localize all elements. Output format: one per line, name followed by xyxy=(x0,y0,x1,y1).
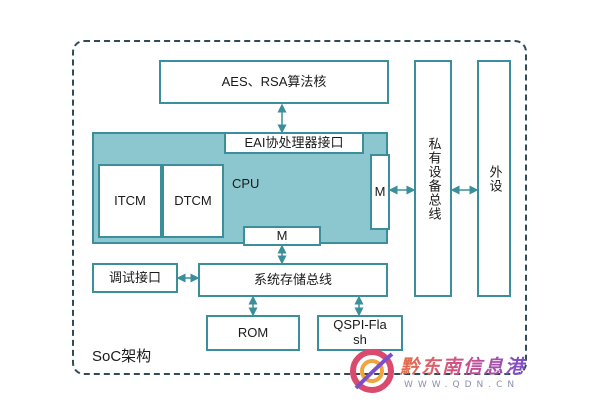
qspi-flash-box: QSPI-Flash xyxy=(317,315,403,351)
itcm-label: ITCM xyxy=(114,192,146,208)
watermark-logo-icon xyxy=(350,349,394,393)
system-bus-box: 系统存储总线 xyxy=(198,263,388,297)
peripheral-label: 外设 xyxy=(487,164,503,193)
peripheral-box: 外设 xyxy=(477,60,511,297)
private-bus-label: 私有设备总线 xyxy=(426,136,442,221)
watermark-text: 黔东南信息港 xyxy=(400,352,526,379)
cpu-label: CPU xyxy=(232,176,260,191)
aes-rsa-core-label: AES、RSA算法核 xyxy=(221,73,327,89)
aes-rsa-core-box: AES、RSA算法核 xyxy=(159,60,389,104)
system-bus-label: 系统存储总线 xyxy=(253,271,332,287)
soc-frame-label: SoC架构 xyxy=(92,348,152,365)
itcm-box: ITCM xyxy=(98,164,162,238)
eai-interface-label: EAI协处理器接口 xyxy=(244,134,344,150)
master-port-right-label: M xyxy=(374,183,386,199)
eai-interface-box: EAI协处理器接口 xyxy=(224,132,364,154)
soc-frame xyxy=(72,40,527,375)
debug-interface-box: 调试接口 xyxy=(92,263,178,293)
private-bus-box: 私有设备总线 xyxy=(414,60,452,297)
qspi-flash-label: QSPI-Flash xyxy=(333,317,387,347)
master-port-bottom-label: M xyxy=(276,227,288,243)
dtcm-label: DTCM xyxy=(174,192,212,208)
dtcm-box: DTCM xyxy=(162,164,224,238)
rom-label: ROM xyxy=(237,324,269,340)
debug-interface-label: 调试接口 xyxy=(108,269,161,285)
watermark-url: WWW.QDN.CN xyxy=(404,380,520,390)
